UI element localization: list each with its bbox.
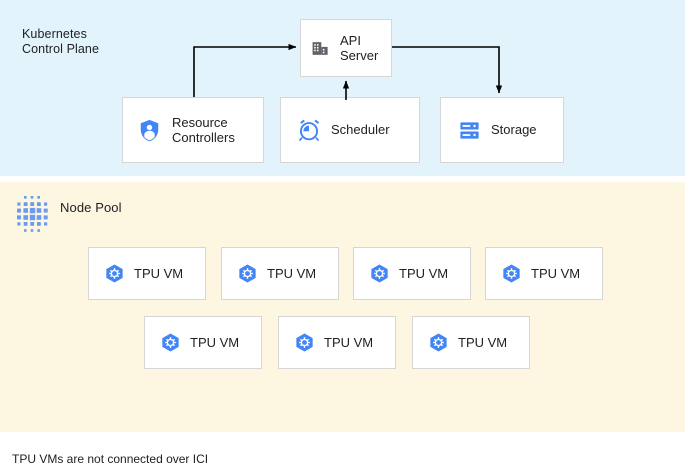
server-storage-icon <box>458 119 481 142</box>
tpu-hexagon-icon <box>160 332 181 353</box>
node-pool-title: Node Pool <box>60 200 122 215</box>
node-box-storage[interactable]: Storage <box>440 97 564 163</box>
tpu-vm-label: TPU VM <box>324 334 374 350</box>
tpu-hexagon-icon <box>237 263 258 284</box>
control-plane-title: Kubernetes Control Plane <box>22 27 100 56</box>
tpu-vm-box[interactable]: TPU VM <box>88 247 206 300</box>
footnote-text: TPU VMs are not connected over ICI <box>12 452 209 466</box>
tpu-vm-label: TPU VM <box>458 334 508 350</box>
alarm-clock-icon <box>297 118 321 142</box>
node-label-storage: Storage <box>491 122 537 138</box>
tpu-vm-label: TPU VM <box>190 334 240 350</box>
node-box-scheduler[interactable]: Scheduler <box>280 97 420 163</box>
tpu-vm-box[interactable]: TPU VM <box>412 316 530 369</box>
tpu-vm-box[interactable]: TPU VM <box>221 247 339 300</box>
tpu-hexagon-icon <box>428 332 449 353</box>
tpu-hexagon-icon <box>104 263 125 284</box>
tpu-vm-label: TPU VM <box>531 265 581 281</box>
tpu-hexagon-icon <box>369 263 390 284</box>
node-box-api-server[interactable]: API Server <box>300 19 392 77</box>
tpu-vm-box[interactable]: TPU VM <box>144 316 262 369</box>
tpu-vm-label: TPU VM <box>134 265 184 281</box>
tpu-vm-box[interactable]: TPU VM <box>485 247 603 300</box>
tpu-vm-label: TPU VM <box>267 265 317 281</box>
node-pool-panel <box>0 182 685 432</box>
tpu-hexagon-icon <box>294 332 315 353</box>
node-label-api-server: API Server <box>340 32 379 64</box>
tpu-vm-box[interactable]: TPU VM <box>278 316 396 369</box>
tpu-vm-label: TPU VM <box>399 265 449 281</box>
tpu-vm-box[interactable]: TPU VM <box>353 247 471 300</box>
node-label-resource-controllers: Resource Controllers <box>172 114 235 146</box>
shield-user-icon <box>137 118 162 143</box>
node-label-scheduler: Scheduler <box>331 122 390 138</box>
tpu-hexagon-icon <box>501 263 522 284</box>
node-box-resource-controllers[interactable]: Resource Controllers <box>122 97 264 163</box>
node-pool-dots-icon <box>17 196 48 232</box>
building-icon <box>311 39 330 58</box>
